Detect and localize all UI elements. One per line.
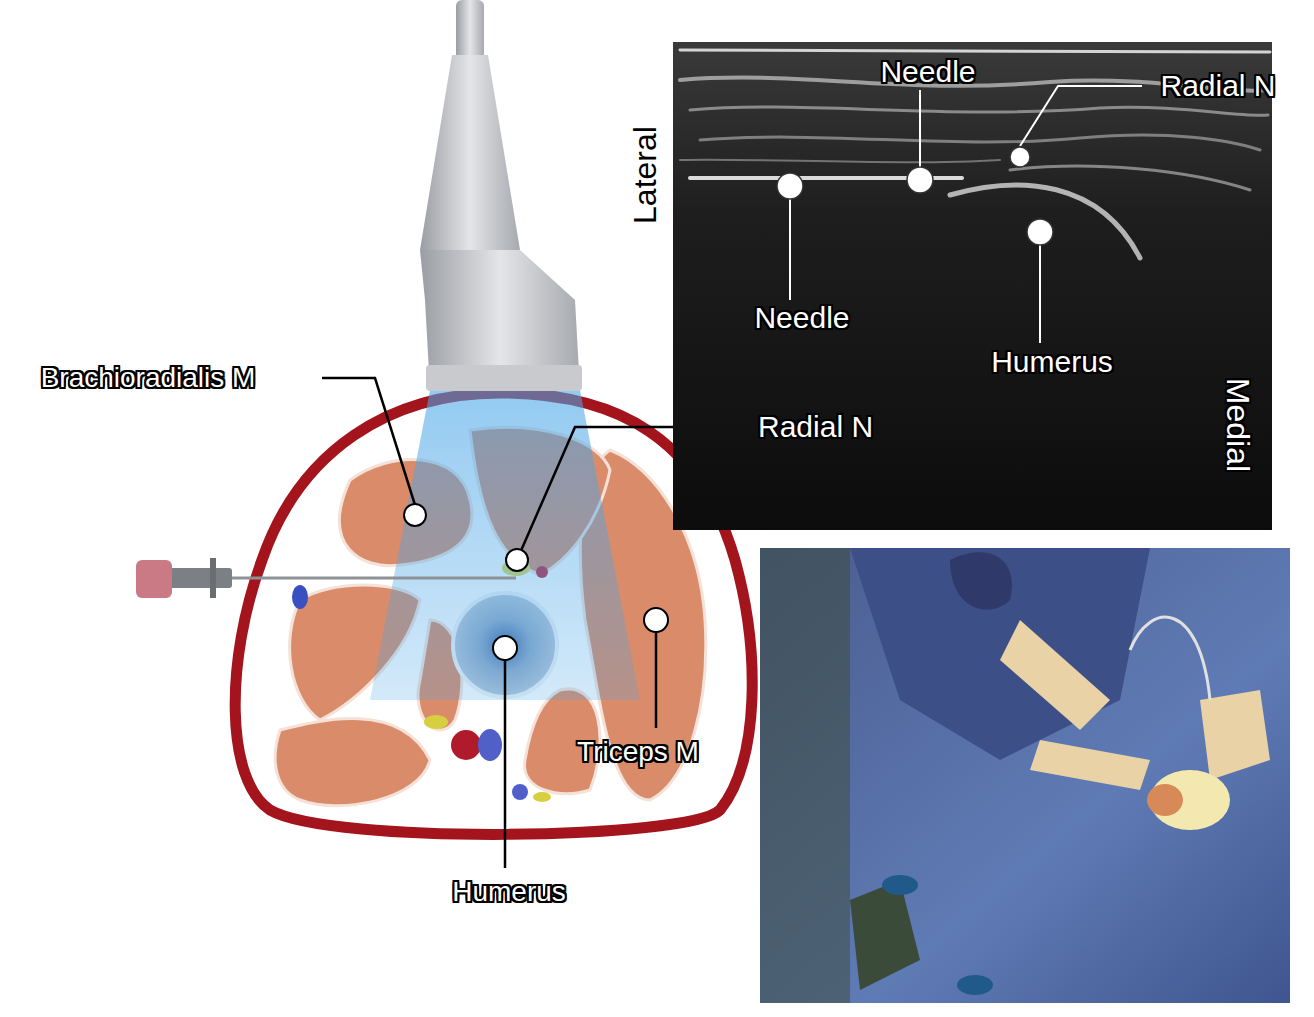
part-label: Needle xyxy=(754,303,849,333)
part-label: Needle xyxy=(880,57,975,87)
part-label: Lateral xyxy=(629,126,661,224)
part-label: Humerus xyxy=(991,347,1113,377)
part-label: Humerus xyxy=(452,878,566,906)
part-label: Brachioradialis M xyxy=(41,364,256,392)
part-label: Triceps M xyxy=(577,738,699,766)
part-label: Medial xyxy=(1222,378,1254,472)
part-label: Radial N xyxy=(758,412,873,442)
part-label: Radial N xyxy=(1160,71,1275,101)
